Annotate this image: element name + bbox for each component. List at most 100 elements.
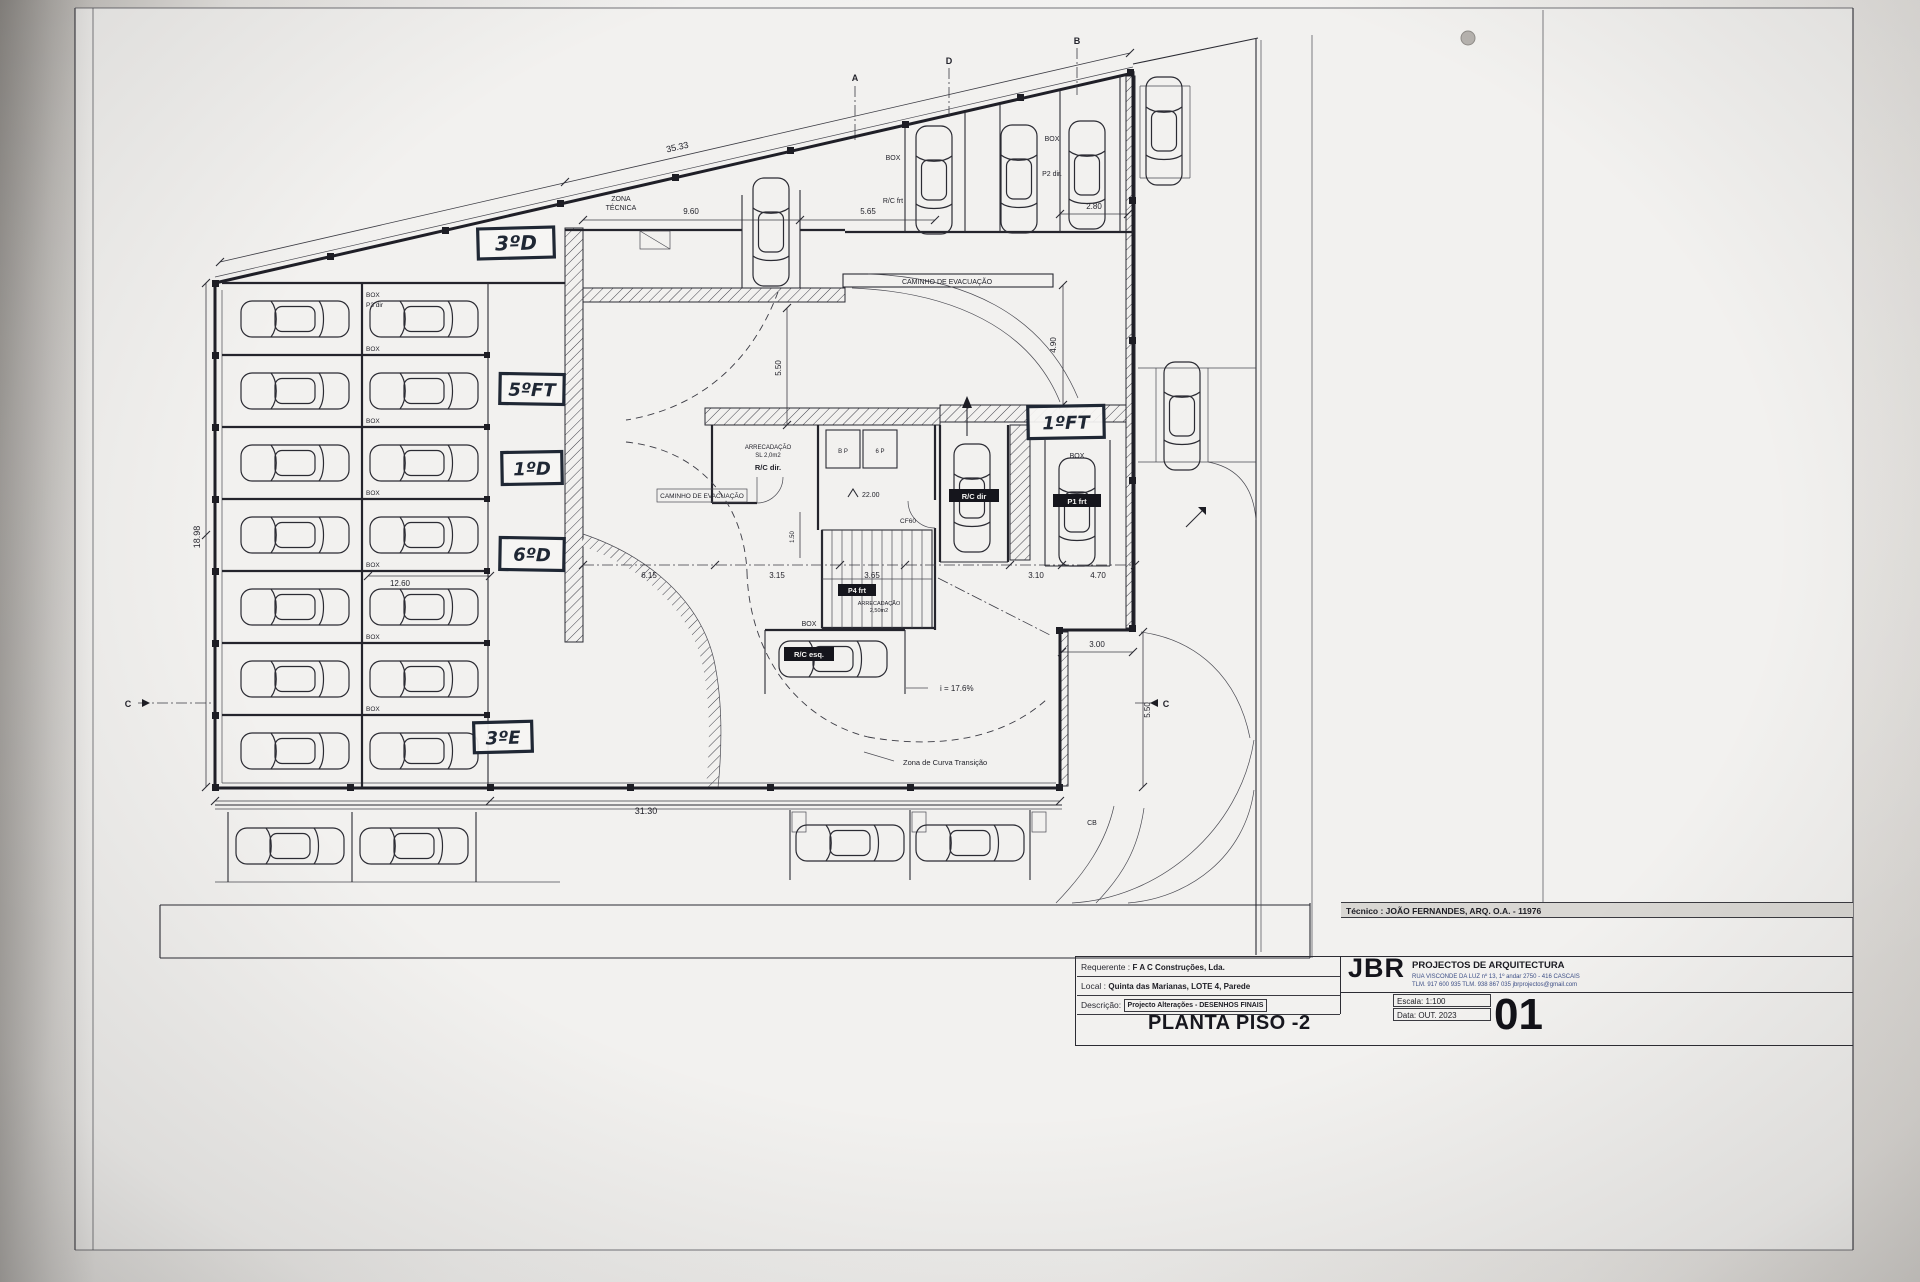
tag-rc-dir: R/C dir [962,492,987,501]
dim-4-90: 4.90 [1049,337,1058,353]
date-field: Data: OUT. 2023 [1393,1008,1491,1021]
label-cf60: CF60 [900,518,916,525]
label-zona: ZONA [611,196,631,203]
label-box: BOX [1045,136,1060,143]
label-box: BOX [802,621,817,628]
dim-5-50: 5.50 [774,360,783,376]
dim-35-33: 35.33 [665,140,689,155]
plan-title: PLANTA PISO -2 [1148,1012,1311,1034]
label-curva-transicao: Zona de Curva Transição [903,758,987,767]
label-box: BOX [366,418,380,425]
dim-3-65: 3.65 [864,571,880,580]
grid-letter-cb: CB [1087,820,1097,827]
dim-2-80: 2.80 [1086,202,1102,211]
titleblock-bottom-rule [1075,1045,1853,1046]
label-p3-dir: P3 dir [366,302,384,309]
label-caminho-evacuacao: CAMINHO DE EVACUAÇÃO [660,491,744,500]
scale-field: Escala: 1:100 [1393,994,1491,1007]
requerente-value: F A C Construções, Lda. [1132,963,1225,972]
right-center-stalls [938,425,1111,567]
label-box: BOX [366,490,380,497]
top-right-parking [842,76,1133,288]
stair-elevator-core [710,425,937,630]
dim-9-60: 9.60 [683,207,699,216]
descricao-row: Descrição: Projecto Alterações - DESENHO… [1077,996,1340,1015]
grid-letter-a: A [852,73,859,83]
grid-markers: A D B C C CB [125,36,1170,827]
titleblock-top-rule [1075,956,1853,957]
label-box: BOX [1070,453,1085,460]
company-address-line2: TLM. 917 600 935 TLM. 938 867 035 jbrpro… [1412,982,1578,988]
bottom-outside-parking [159,804,1311,959]
dim-5-65: 5.65 [860,207,876,216]
handwritten-3e: 3ºE [485,728,521,750]
label-box: BOX [366,292,380,299]
label-elevator-bp: B P [838,449,848,455]
grid-letter-c: C [125,699,132,709]
company-address-line1: RUA VISCONDE DA LUZ nº 13, 1º andar 2750… [1412,974,1580,980]
label-box: BOX [366,346,380,353]
handwritten-marks: 3ºD 5ºFT 1ºD 6ºD 3ºE 1ºFT [471,225,1106,755]
label-tecnica: TÉCNICA [606,203,637,212]
grid-letter-c: C [1163,699,1170,709]
label-arrecadacao: ARRECADAÇÃO [745,444,792,451]
left-parking-stalls [222,281,565,788]
label-slope: i = 17.6% [940,684,974,693]
titleblock-divider-rule [1340,956,1341,1014]
logo-divider-rule [1341,992,1853,993]
handwritten-5ft: 5ºFT [508,380,557,402]
outside-right-site [1071,37,1262,955]
paper-sheet [75,8,1853,1250]
ne-arrow [1185,508,1205,528]
unit-tags: R/C dir P1 frt R/C esq. P4 frt [784,489,1101,661]
label-box: BOX [366,634,380,641]
label-box: BOX [886,155,901,162]
company-logo: JBR [1348,953,1406,983]
tecnico-bar: Técnico : JOÃO FERNANDES, ARQ. O.A. - 11… [1341,902,1853,918]
handwritten-6d: 6ºD [513,545,551,567]
grid-letter-b: B [1074,36,1081,46]
dim-3-15: 3.15 [769,571,785,580]
requerente-label: Requerente : [1081,962,1131,972]
titleblock-left-rule [1075,956,1076,1045]
dim-3-00: 3.00 [1089,640,1105,649]
label-box: BOX [366,706,380,713]
columns [212,69,1136,791]
descricao-label: Descrição: [1081,1000,1122,1010]
level-marker [847,487,859,498]
plan-labels: ZONA TÉCNICA CAMINHO DE EVACUAÇÃO CAMINH… [366,136,1085,767]
local-label: Local : [1081,981,1107,991]
sheet-number: 01 [1494,990,1543,1039]
drive-paths [625,273,1206,743]
requerente-row: Requerente : F A C Construções, Lda. [1077,958,1340,977]
dim-1-50: 1.50 [790,531,796,543]
descricao-value: Projecto Alterações - DESENHOS FINAIS [1123,999,1268,1012]
label-arrecadacao-area2: 2,50m2 [870,608,888,614]
label-rc-frt: R/C frt [883,198,903,205]
handwritten-1d: 1ºD [513,459,551,481]
dim-5-50: 5.50 [1143,702,1152,718]
handwritten-1ft: 1ºFT [1042,413,1091,435]
top-center-bay [565,190,845,289]
dim-18-98: 18.98 [192,526,202,549]
dim-31-30: 31.30 [635,806,658,816]
dim-6-15: 6.15 [641,571,657,580]
evac-path-bar [842,273,1054,288]
label-elevator-6p: 6 P [875,449,884,455]
label-p2-dir: P2 dir. [1042,171,1062,178]
label-level-22: 22.00 [862,492,880,499]
dim-12-60: 12.60 [390,579,411,588]
sheet-frame [74,7,1854,1251]
local-row: Local : Quinta das Marianas, LOTE 4, Par… [1077,977,1340,996]
local-value: Quinta das Marianas, LOTE 4, Parede [1108,982,1251,991]
company-logo-subtitle: PROJECTOS DE ARQUITECTURA [1412,960,1565,971]
label-rc-dir-room: R/C dir. [755,463,781,472]
label-arrecadacao-area: SL 2,0m2 [755,453,781,459]
handwritten-3d: 3ºD [495,230,537,255]
label-arrecadacao: ARRECADAÇÃO [858,600,901,607]
dim-4-70: 4.70 [1090,571,1106,580]
bottom-center-stall [764,628,906,694]
tag-p4-frt: P4 frt [848,588,867,595]
